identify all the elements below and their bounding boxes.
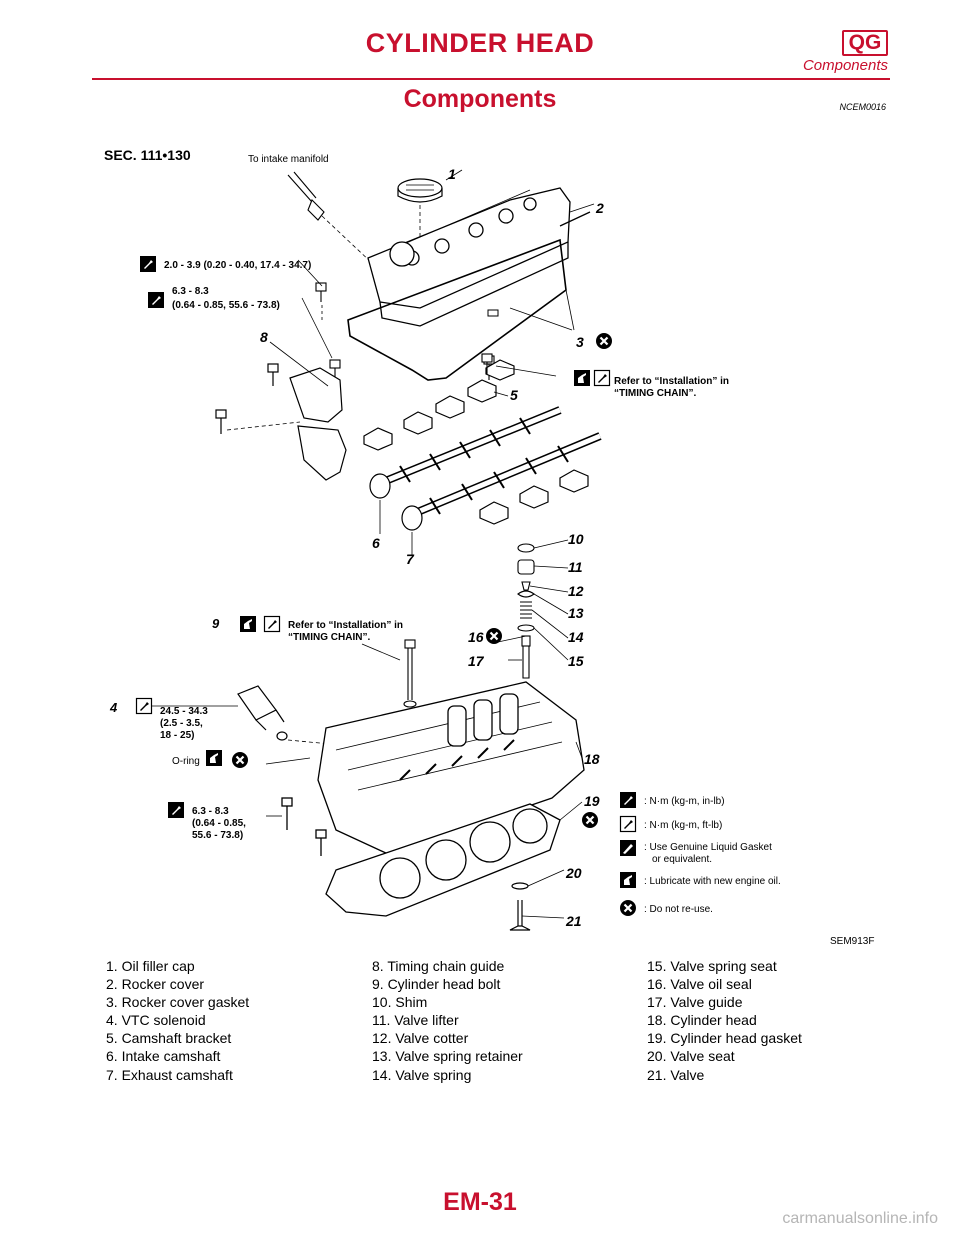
callout-1: 1 bbox=[448, 166, 456, 182]
valve-train bbox=[517, 543, 535, 679]
list-item: 11. Valve lifter bbox=[372, 1012, 459, 1029]
callout-15: 15 bbox=[568, 653, 584, 669]
torque-spec-head-l3: 55.6 - 73.8) bbox=[192, 830, 243, 841]
callout-3: 3 bbox=[576, 334, 584, 350]
list-item: 4. VTC solenoid bbox=[106, 1012, 206, 1029]
oil-filler-cap bbox=[397, 178, 443, 240]
list-item: 21. Valve bbox=[647, 1066, 705, 1083]
callout-8: 8 bbox=[260, 329, 268, 345]
list-item: 17. Valve guide bbox=[647, 994, 743, 1011]
list-item: 19. Cylinder head gasket bbox=[647, 1030, 802, 1047]
torque-spec-vtc-l3: 18 - 25) bbox=[160, 730, 194, 741]
legend-lubricate: : Lubricate with new engine oil. bbox=[644, 876, 781, 887]
refer9-installation-l2: “TIMING CHAIN”. bbox=[288, 632, 370, 643]
vtc-solenoid bbox=[237, 685, 331, 745]
legend-ft-lb: : N·m (kg-m, ft-lb) bbox=[644, 820, 722, 831]
torque-spec-cover-bolt: 2.0 - 3.9 (0.20 - 0.40, 17.4 - 34.7) bbox=[164, 260, 311, 271]
list-item: 18. Cylinder head bbox=[647, 1012, 757, 1029]
timing-chain-guide bbox=[215, 363, 347, 481]
legend-liquid-gasket-2: or equivalent. bbox=[652, 854, 712, 865]
page-header-subtitle: Components bbox=[802, 57, 888, 74]
callout-20: 20 bbox=[565, 865, 582, 881]
callout-2: 2 bbox=[595, 200, 604, 216]
list-item: 8. Timing chain guide bbox=[372, 958, 505, 974]
page-header-title: CYLINDER HEAD bbox=[365, 28, 595, 58]
callout-10: 10 bbox=[568, 531, 584, 547]
callout-numbers: 1 2 3 4 5 6 7 8 9 10 11 12 13 14 15 16 1… bbox=[109, 166, 604, 929]
engine-badge: QG bbox=[842, 30, 888, 56]
callout-6: 6 bbox=[372, 535, 380, 551]
callout-21: 21 bbox=[565, 913, 582, 929]
cylinder-head bbox=[281, 681, 585, 856]
list-item: 10. Shim bbox=[372, 994, 428, 1011]
callout-9: 9 bbox=[212, 616, 220, 631]
list-item: 20. Valve seat bbox=[647, 1048, 735, 1065]
list-item: 15. Valve spring seat bbox=[647, 958, 777, 974]
header-divider bbox=[92, 78, 890, 80]
cylinder-head-gasket bbox=[325, 803, 561, 917]
callout-4: 4 bbox=[109, 700, 118, 715]
callout-18: 18 bbox=[584, 751, 600, 767]
refer-installation-l1: Refer to “Installation” in bbox=[614, 376, 729, 387]
parts-column-2: 8. Timing chain guide 9. Cylinder head b… bbox=[372, 957, 647, 1084]
list-item: 13. Valve spring retainer bbox=[372, 1048, 523, 1065]
torque-spec-vtc-l1: 24.5 - 34.3 bbox=[160, 706, 208, 717]
callout-14: 14 bbox=[568, 629, 584, 645]
torque-spec-vtc-l2: (2.5 - 3.5, bbox=[160, 718, 203, 729]
list-item: 3. Rocker cover gasket bbox=[106, 994, 250, 1011]
rocker-cover-gasket bbox=[347, 238, 567, 381]
list-item: 1. Oil filler cap bbox=[106, 958, 195, 974]
section-code: NCEM0016 bbox=[839, 102, 886, 112]
legend-liquid-gasket: : Use Genuine Liquid Gasket bbox=[644, 842, 772, 853]
section-title: Components bbox=[403, 85, 557, 113]
camshaft-brackets bbox=[363, 359, 589, 525]
callout-16: 16 bbox=[468, 629, 484, 645]
callout-13: 13 bbox=[568, 605, 584, 621]
legend-in-lb: : N·m (kg-m, in-lb) bbox=[644, 796, 725, 807]
legend-no-reuse: : Do not re-use. bbox=[644, 904, 713, 915]
callout-17: 17 bbox=[468, 653, 485, 669]
oring-label: O-ring bbox=[172, 756, 200, 767]
list-item: 5. Camshaft bracket bbox=[106, 1030, 232, 1047]
list-item: 2. Rocker cover bbox=[106, 976, 205, 993]
watermark: carmanualsonline.info bbox=[782, 1210, 938, 1227]
torque-spec-bracket-l1: 6.3 - 8.3 bbox=[172, 286, 209, 297]
camshafts bbox=[369, 406, 602, 531]
callout-19: 19 bbox=[584, 793, 600, 809]
refer-installation-l2: “TIMING CHAIN”. bbox=[614, 388, 696, 399]
rocker-cover bbox=[367, 187, 591, 327]
torque-spec-head-l2: (0.64 - 0.85, bbox=[192, 818, 246, 829]
parts-list: 1. Oil filler cap 2. Rocker cover 3. Roc… bbox=[106, 957, 866, 1084]
note-to-intake: To intake manifold bbox=[248, 154, 329, 165]
valve-and-seat bbox=[509, 882, 531, 931]
list-item: 7. Exhaust camshaft bbox=[106, 1066, 233, 1083]
list-item: 16. Valve oil seal bbox=[647, 976, 752, 993]
page-number: EM-31 bbox=[443, 1188, 517, 1216]
list-item: 12. Valve cotter bbox=[372, 1030, 469, 1047]
parts-column-3: 15. Valve spring seat 16. Valve oil seal… bbox=[647, 957, 802, 1084]
sec-label: SEC. 111•130 bbox=[104, 147, 191, 163]
figure-id: SEM913F bbox=[830, 936, 874, 947]
cylinder-head-bolt bbox=[403, 639, 417, 740]
callout-12: 12 bbox=[568, 583, 584, 599]
symbol-legend: : N·m (kg-m, in-lb) : N·m (kg-m, ft-lb) … bbox=[618, 792, 781, 918]
callout-7: 7 bbox=[406, 551, 415, 567]
refer9-installation-l1: Refer to “Installation” in bbox=[288, 620, 403, 631]
torque-spec-head-l1: 6.3 - 8.3 bbox=[192, 806, 229, 817]
exploded-diagram: SEC. 111•130 To intake manifold bbox=[104, 147, 874, 947]
list-item: 6. Intake camshaft bbox=[106, 1048, 221, 1065]
callout-5: 5 bbox=[510, 387, 518, 403]
leader-lines bbox=[138, 169, 595, 919]
list-item: 9. Cylinder head bolt bbox=[372, 976, 501, 993]
bracket-bolt bbox=[481, 353, 493, 374]
parts-column-1: 1. Oil filler cap 2. Rocker cover 3. Roc… bbox=[106, 957, 372, 1084]
callout-11: 11 bbox=[568, 559, 583, 575]
list-item: 14. Valve spring bbox=[372, 1066, 472, 1083]
torque-spec-bracket-l2: (0.64 - 0.85, 55.6 - 73.8) bbox=[172, 300, 280, 311]
